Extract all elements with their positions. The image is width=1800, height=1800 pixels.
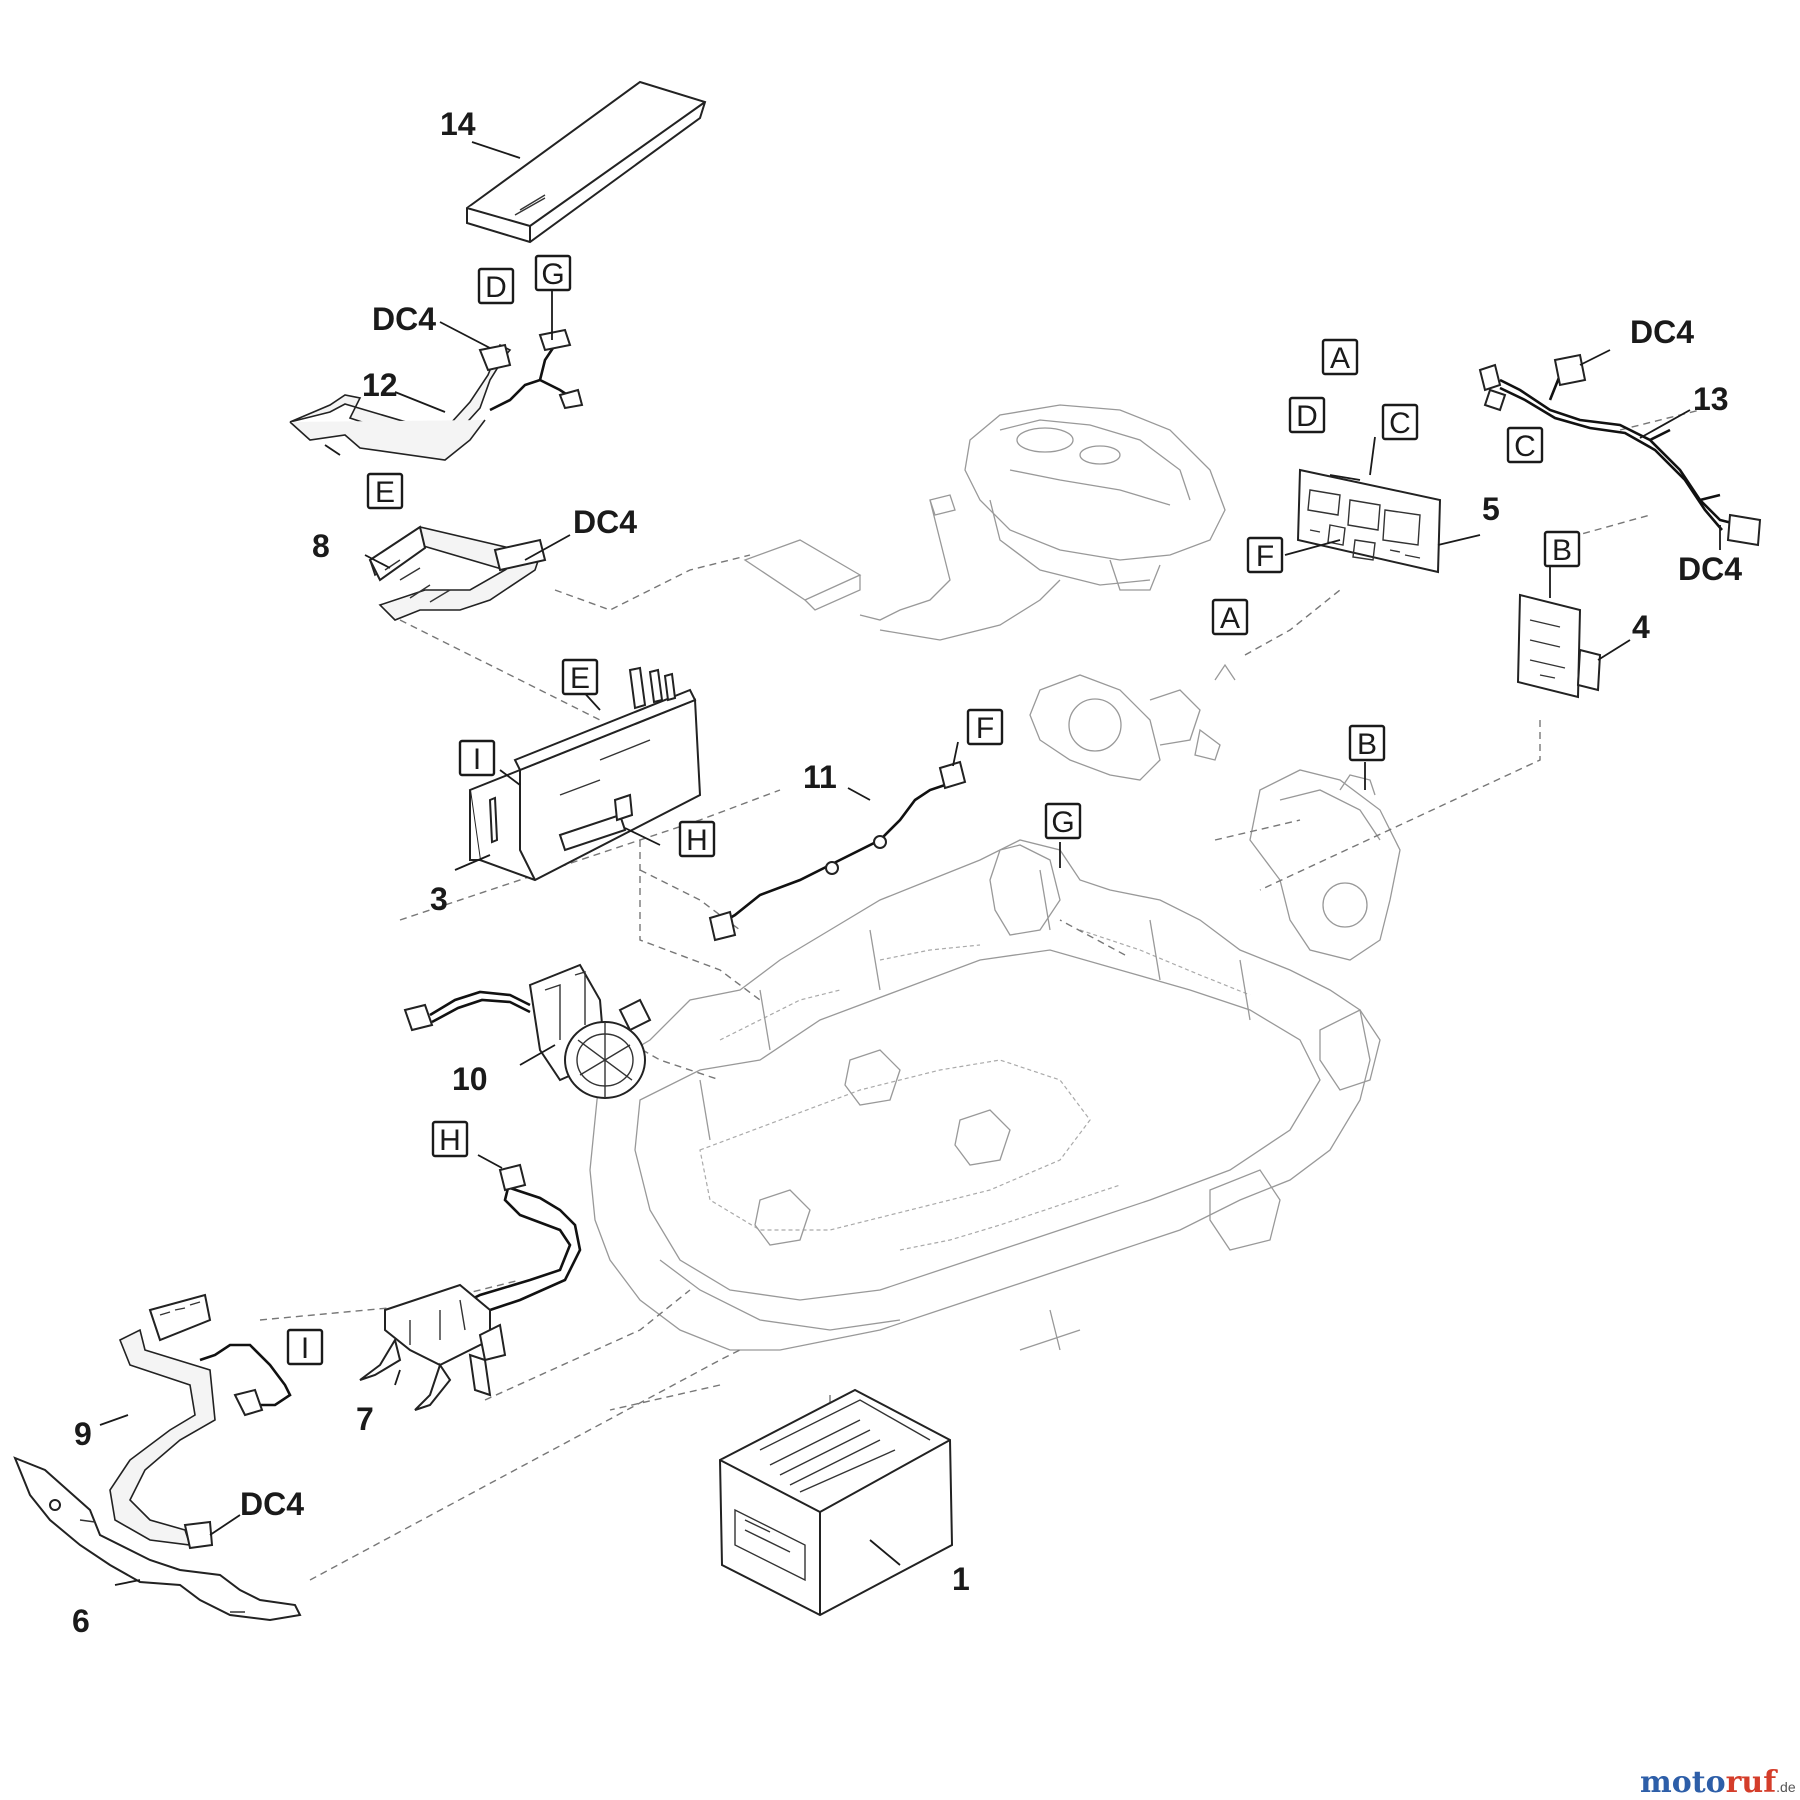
svg-text:motoruf.de: motoruf.de (1640, 1765, 1796, 1800)
part-14-cover-plate (466, 80, 707, 244)
label-part-3: 3 (430, 881, 448, 917)
label-part-5: 5 (1482, 491, 1500, 527)
tag-i-ribbon: I (286, 1328, 324, 1366)
tag-e-top-left: E (366, 472, 404, 510)
label-dc4-top-left: DC4 (372, 301, 436, 337)
tag-g-top-left: G (534, 254, 572, 292)
svg-text:G: G (541, 258, 564, 291)
connector-tags: D G E E I H F G (286, 254, 1581, 1366)
assembly-dashed-lines (259, 409, 1701, 1581)
svg-text:I: I (301, 1332, 309, 1365)
label-part-9: 9 (74, 1416, 92, 1452)
svg-text:A: A (1330, 342, 1350, 375)
part-8-ribbon-clamp (368, 525, 547, 621)
svg-text:G: G (1051, 806, 1074, 839)
svg-text:F: F (1256, 540, 1274, 573)
part-number-labels: 14 12 8 3 11 5 13 4 10 7 9 6 1 (72, 106, 1729, 1639)
leader-lines (99, 141, 1721, 1586)
tag-c-harness: C (1506, 426, 1544, 464)
tag-a-motor: A (1211, 598, 1249, 636)
label-dc4-part-13-top: DC4 (1630, 314, 1694, 350)
label-part-14: 14 (440, 106, 476, 142)
svg-text:A: A (1220, 602, 1240, 635)
svg-text:B: B (1552, 534, 1572, 567)
label-part-11: 11 (803, 759, 837, 795)
svg-text:D: D (1296, 400, 1318, 433)
tag-i-bracket: I (458, 739, 496, 777)
tag-f-cable: F (966, 708, 1004, 746)
part-9-ribbon (109, 1293, 292, 1550)
svg-text:I: I (473, 743, 481, 776)
part-7-holder (359, 1163, 582, 1411)
tag-d-pcb: D (1288, 396, 1326, 434)
tag-g-chassis: G (1044, 802, 1082, 840)
tag-h-bracket: H (678, 820, 716, 858)
watermark-text-suffix: .de (1776, 1779, 1796, 1795)
part-12-ribbon-cable (289, 328, 584, 461)
part-11-cable (708, 760, 967, 942)
drive-motor-ghost-left (1029, 663, 1236, 781)
svg-text:H: H (686, 824, 708, 857)
tag-b-motor: B (1348, 724, 1386, 762)
tag-c-pcb: C (1381, 403, 1419, 441)
svg-text:E: E (570, 662, 590, 695)
label-part-12: 12 (362, 367, 398, 403)
label-part-7: 7 (356, 1401, 374, 1437)
tag-h-holder: H (431, 1120, 469, 1158)
svg-text:E: E (375, 476, 395, 509)
label-dc4-part-9: DC4 (240, 1486, 304, 1522)
label-dc4-part-13-bottom: DC4 (1678, 551, 1742, 587)
tag-b-small-pcb: B (1543, 530, 1581, 568)
watermark-text-part1: moto (1640, 1765, 1726, 1800)
tag-f-pcb: F (1246, 536, 1284, 574)
part-1-battery (718, 1388, 954, 1617)
part-5-pcb (1296, 468, 1442, 574)
part-10-sensor (403, 963, 652, 1099)
tag-a-pcb: A (1321, 338, 1359, 376)
label-part-8: 8 (312, 528, 330, 564)
part-13-harness (1478, 353, 1762, 547)
svg-text:C: C (1514, 430, 1536, 463)
drive-motor-ghost-right (1249, 769, 1401, 961)
svg-text:H: H (439, 1124, 461, 1157)
chassis-base-ghost (589, 839, 1381, 1351)
tag-d-top-left: D (477, 267, 515, 305)
part-4-small-pcb (1516, 593, 1602, 699)
svg-text:D: D (485, 271, 507, 304)
part-6-sheet (13, 1456, 302, 1622)
label-dc4-part-8: DC4 (573, 504, 637, 540)
label-part-6: 6 (72, 1603, 90, 1639)
svg-text:C: C (1389, 407, 1411, 440)
svg-text:F: F (976, 712, 994, 745)
watermark-logo: motoruf.de (1640, 1765, 1796, 1800)
cable-labels: DC4 DC4 DC4 DC4 DC4 (240, 301, 1742, 1522)
label-part-10: 10 (452, 1061, 488, 1097)
svg-text:B: B (1357, 728, 1377, 761)
tag-e-bracket: E (561, 658, 599, 696)
label-part-4: 4 (1632, 609, 1650, 645)
top-cover-ghost (964, 404, 1226, 591)
watermark-text-part2: ruf (1726, 1765, 1779, 1800)
label-part-13: 13 (1693, 381, 1729, 417)
label-part-1: 1 (952, 1561, 970, 1597)
part-3-bracket (468, 666, 702, 882)
pcb-ghost (743, 494, 1061, 641)
